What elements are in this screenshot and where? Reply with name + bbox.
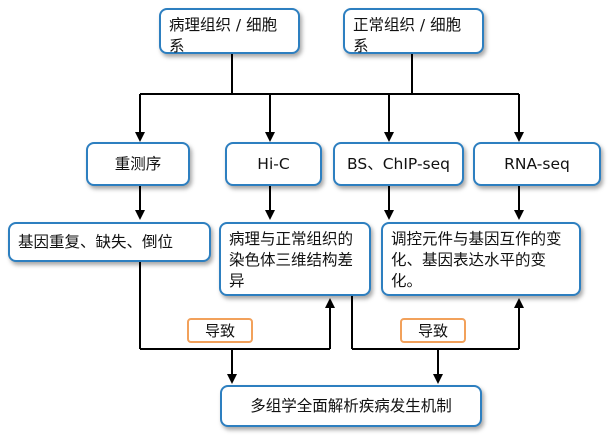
lead-to-label-right: 导致 [417,322,448,340]
conclusion-box: 多组学全面解析疾病发生机制 [220,385,482,427]
lead-to-label-left: 导致 [204,322,235,340]
method-hic-box: Hi-C [225,142,322,186]
method-resequencing-label: 重测序 [114,154,162,173]
result-resequencing-box: 基因重复、缺失、倒位 [8,222,211,262]
result-hic-text: 病理与正常组织的染色体三维结构差异 [229,230,354,290]
method-rna-seq-label: RNA-seq [504,154,570,173]
result-regulation-text: 调控元件与基因互作的变化、基因表达水平的变化。 [391,230,562,290]
normal-tissue-box: 正常组织 / 细胞系 [343,8,484,55]
result-resequencing-text: 基因重复、缺失、倒位 [18,232,174,251]
method-bs-chip-box: BS、ChIP-seq [333,142,464,186]
conclusion-text: 多组学全面解析疾病发生机制 [250,396,452,415]
lead-to-tag-left: 导致 [187,318,253,343]
method-rna-seq-box: RNA-seq [473,142,601,186]
method-hic-label: Hi-C [257,154,290,173]
method-bs-chip-label: BS、ChIP-seq [347,154,450,173]
lead-to-tag-right: 导致 [400,318,466,343]
normal-tissue-label: 正常组织 / 细胞系 [353,16,462,55]
result-regulation-box: 调控元件与基因互作的变化、基因表达水平的变化。 [381,222,581,296]
pathological-tissue-box: 病理组织 / 细胞系 [159,8,300,55]
result-hic-box: 病理与正常组织的染色体三维结构差异 [219,222,371,296]
method-resequencing-box: 重测序 [86,142,190,186]
pathological-tissue-label: 病理组织 / 细胞系 [169,16,278,55]
